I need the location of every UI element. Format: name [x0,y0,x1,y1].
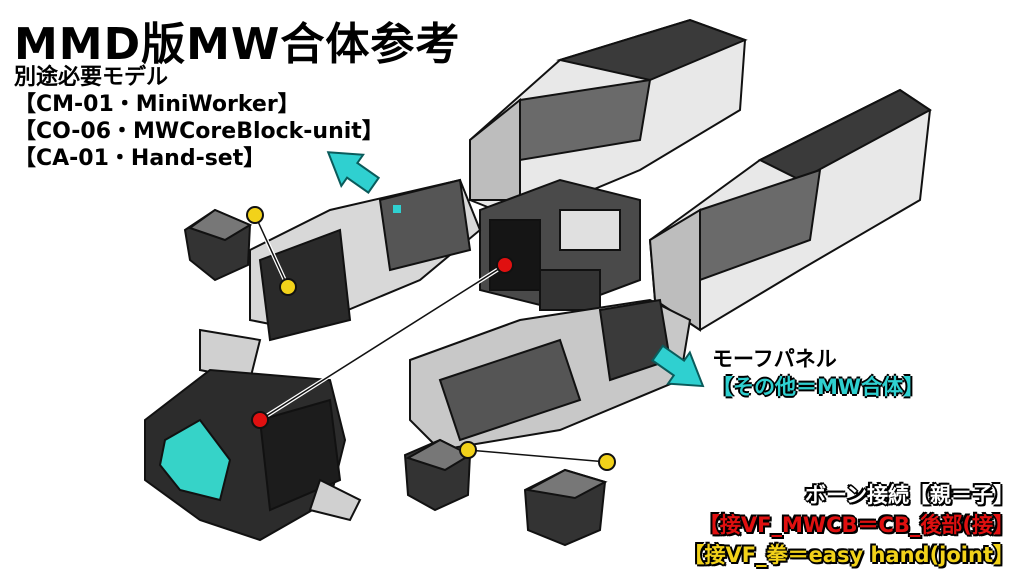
core-block-unit [144,328,362,542]
bone-connection-line-2: 【接VF_拳＝easy hand(joint】 [683,543,1014,567]
morph-panel-label: モーフパネル [712,347,837,371]
required-models: 別途必要モデル 【CM-01・MiniWorker】 【CO-06・MWCore… [14,64,384,172]
arrow-down-right-icon [651,344,705,388]
required-model-item: 【CA-01・Hand-set】 [14,146,266,171]
page-title: MMD版MW合体参考 [14,19,461,70]
right-arm-pod [648,88,932,332]
joint-yellow-arm [279,278,297,296]
required-model-item: 【CM-01・MiniWorker】 [14,92,300,117]
required-model-item: 【CO-06・MWCoreBlock-unit】 [14,119,384,144]
joint-yellow-top [246,206,264,224]
morph-panel-note: モーフパネル 【その他＝MW合体】 [712,345,924,401]
lower-arm-pod [409,298,692,452]
central-core-block [479,178,641,312]
joint-red-core [496,256,514,274]
fist-top-left [183,208,253,282]
fist-bottom-left [403,438,473,512]
bone-connection-note: ボーン接続【親＝子】 【接VF_MWCB＝CB_後部(接】 【接VF_拳＝eas… [683,480,1014,570]
bone-connection-heading: ボーン接続【親＝子】 [805,483,1014,507]
upper-arm-pod [469,18,748,222]
arrow-up-left-icon [326,151,381,195]
fist-bottom-right [523,468,608,547]
bone-connection-line-1: 【接VF_MWCB＝CB_後部(接】 [698,513,1014,537]
required-models-heading: 別途必要モデル [14,65,169,90]
left-arm-segment [249,178,482,342]
morph-panel-value: 【その他＝MW合体】 [712,375,925,399]
joint-yellow-fist-left [459,441,477,459]
connection-lines-outline [254,214,608,463]
joint-red-block [251,411,269,429]
joint-yellow-fist-right [598,453,616,471]
